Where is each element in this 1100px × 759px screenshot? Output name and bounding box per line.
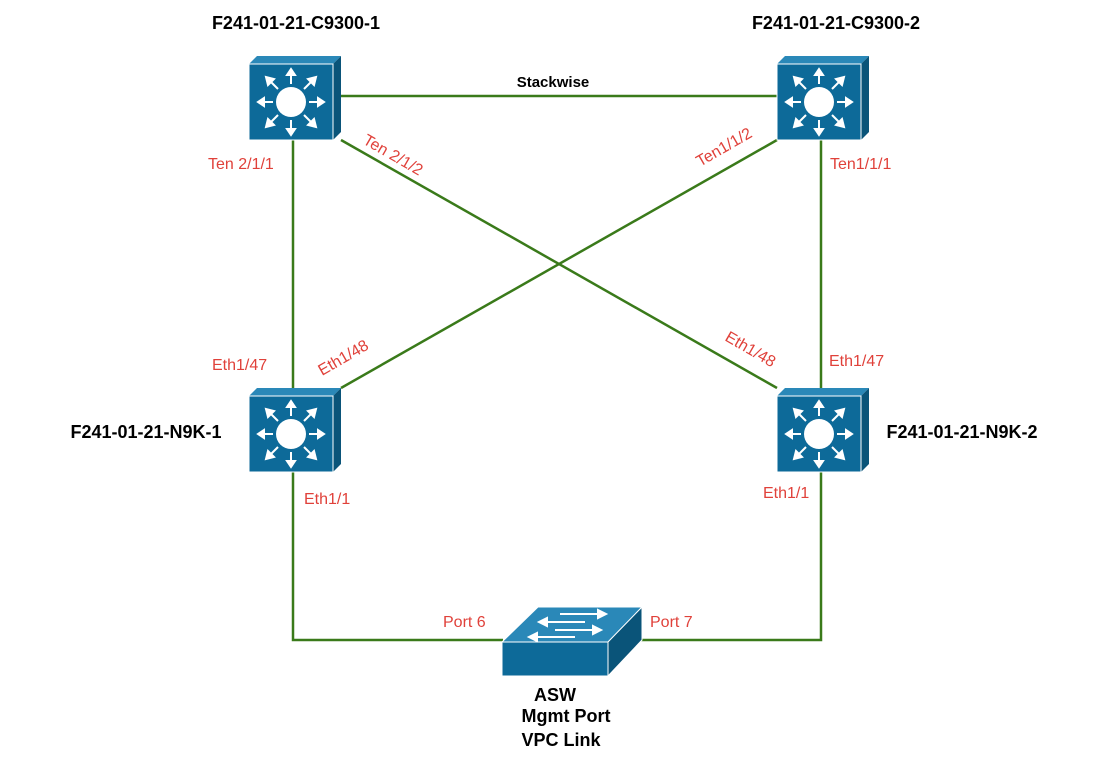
port-label-n2-eth147: Eth1/47 <box>829 353 884 370</box>
device-asw[interactable] <box>500 605 644 678</box>
port-label-n2-eth148: Eth1/48 <box>722 329 778 371</box>
device-label-n9k-1: F241-01-21-N9K-1 <box>70 422 221 442</box>
port-label-c2-ten111: Ten1/1/1 <box>830 156 891 173</box>
link-label-stackwise: Stackwise <box>517 74 590 91</box>
device-c9300-2[interactable] <box>776 56 869 141</box>
device-label-asw-vpc: VPC Link <box>521 730 601 750</box>
device-label-asw: ASW <box>534 685 576 705</box>
device-label-c9300-1: F241-01-21-C9300-1 <box>212 13 380 33</box>
device-label-c9300-2: F241-01-21-C9300-2 <box>752 13 920 33</box>
port-label-c1-ten211: Ten 2/1/1 <box>208 156 274 173</box>
port-label-n1-eth11: Eth1/1 <box>304 491 350 508</box>
link-n1-asw <box>291 472 503 642</box>
port-label-asw-port7: Port 7 <box>650 614 693 631</box>
port-label-asw-port6: Port 6 <box>443 614 486 631</box>
link-c2-n1 <box>340 138 778 390</box>
device-label-n9k-2: F241-01-21-N9K-2 <box>886 422 1037 442</box>
links <box>291 94 823 642</box>
port-label-c2-ten112: Ten1/1/2 <box>694 125 756 170</box>
port-label-n1-eth147: Eth1/47 <box>212 357 267 374</box>
device-n9k-2[interactable] <box>776 388 869 473</box>
device-n9k-1[interactable] <box>248 388 341 473</box>
port-label-n2-eth11: Eth1/1 <box>763 485 809 502</box>
link-n2-asw <box>611 472 823 642</box>
device-label-asw-mgmt: Mgmt Port <box>522 706 611 726</box>
device-c9300-1[interactable] <box>248 56 341 141</box>
port-label-n1-eth148: Eth1/48 <box>316 337 372 379</box>
switch-arrows-icon <box>526 608 609 643</box>
